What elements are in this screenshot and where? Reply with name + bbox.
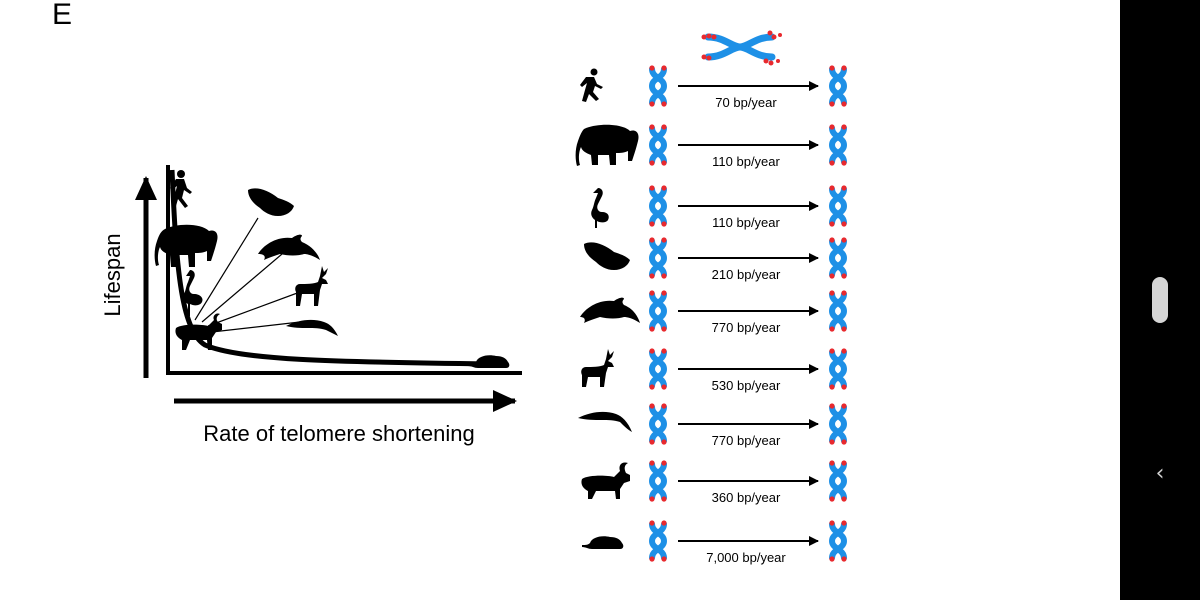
human-icon: [580, 68, 603, 102]
chromosome-icon: [648, 460, 668, 502]
telomere-illustration-icon: [701, 30, 782, 66]
chromosome-icon: [828, 460, 848, 502]
chromosome-icon: [828, 348, 848, 390]
chromosome-icon: [828, 237, 848, 279]
plot-swift-icon: [286, 319, 338, 336]
plot-deer-icon: [295, 266, 328, 306]
species-row: 770 bp/year: [578, 403, 848, 448]
chromosome-icon: [828, 185, 848, 227]
rate-label: 110 bp/year: [712, 215, 780, 230]
figure-svg: E Lifespan Rate of telomere shortening: [52, 0, 848, 565]
vulture-icon: [584, 242, 630, 270]
dolphin-icon: [580, 297, 640, 323]
chromosome-icon: [828, 65, 848, 107]
x-axis-label: Rate of telomere shortening: [203, 421, 475, 446]
chromosome-icon: [828, 520, 848, 562]
plot-elephant-icon: [154, 224, 218, 267]
rate-label: 530 bp/year: [712, 378, 781, 393]
chromosome-icon: [828, 290, 848, 332]
lifespan-curve: [169, 169, 491, 367]
species-row: 70 bp/year: [580, 65, 848, 110]
rate-label: 770 bp/year: [712, 320, 781, 335]
plot-mouse-icon: [468, 355, 510, 368]
plot-goat-icon: [175, 313, 222, 350]
chromosome-icon: [648, 520, 668, 562]
rate-label: 110 bp/year: [712, 154, 780, 169]
plot-human-icon: [170, 170, 192, 208]
species-row: 360 bp/year: [581, 460, 848, 505]
scroll-handle[interactable]: [1152, 277, 1168, 323]
species-row: 770 bp/year: [580, 290, 848, 335]
chromosome-icon: [648, 403, 668, 445]
plot-flamingo-icon: [183, 270, 203, 316]
elephant-icon: [575, 124, 639, 166]
figure-panel: E Lifespan Rate of telomere shortening: [52, 0, 848, 565]
species-row: 7,000 bp/year: [582, 520, 848, 565]
goat-icon: [581, 462, 630, 499]
plot-vulture-icon: [248, 188, 294, 216]
panel-letter: E: [52, 0, 72, 31]
chromosome-icon: [828, 403, 848, 445]
species-row: 110 bp/year: [575, 124, 848, 169]
species-row: 530 bp/year: [581, 348, 848, 393]
deer-icon: [581, 349, 614, 387]
y-axis-label: Lifespan: [100, 233, 125, 316]
rate-label: 70 bp/year: [715, 95, 777, 110]
chromosome-icon: [648, 348, 668, 390]
chromosome-icon: [648, 185, 668, 227]
species-row: 210 bp/year: [584, 237, 848, 282]
chromosome-icon: [648, 124, 668, 166]
chromosome-icon: [648, 290, 668, 332]
leader-lines: [194, 217, 301, 333]
rate-label: 7,000 bp/year: [706, 550, 786, 565]
mouse-icon: [582, 536, 624, 549]
flamingo-icon: [591, 188, 609, 228]
chevron-left-icon[interactable]: ‹: [1155, 461, 1165, 486]
chromosome-icon: [648, 65, 668, 107]
species-row: 110 bp/year: [591, 185, 848, 230]
plot-dolphin-icon: [258, 234, 320, 260]
chromosome-icon: [648, 237, 668, 279]
lifespan-plot: Lifespan Rate of telomere shortening: [100, 165, 522, 446]
rate-label: 360 bp/year: [712, 490, 781, 505]
species-rows: 70 bp/year 110 bp/year 110 bp/year 210 bp/y…: [575, 65, 848, 565]
rate-label: 210 bp/year: [712, 267, 781, 282]
chromosome-icon: [828, 124, 848, 166]
plot-silhouettes: [154, 170, 510, 368]
rate-label: 770 bp/year: [712, 433, 781, 448]
swift-icon: [578, 411, 632, 432]
